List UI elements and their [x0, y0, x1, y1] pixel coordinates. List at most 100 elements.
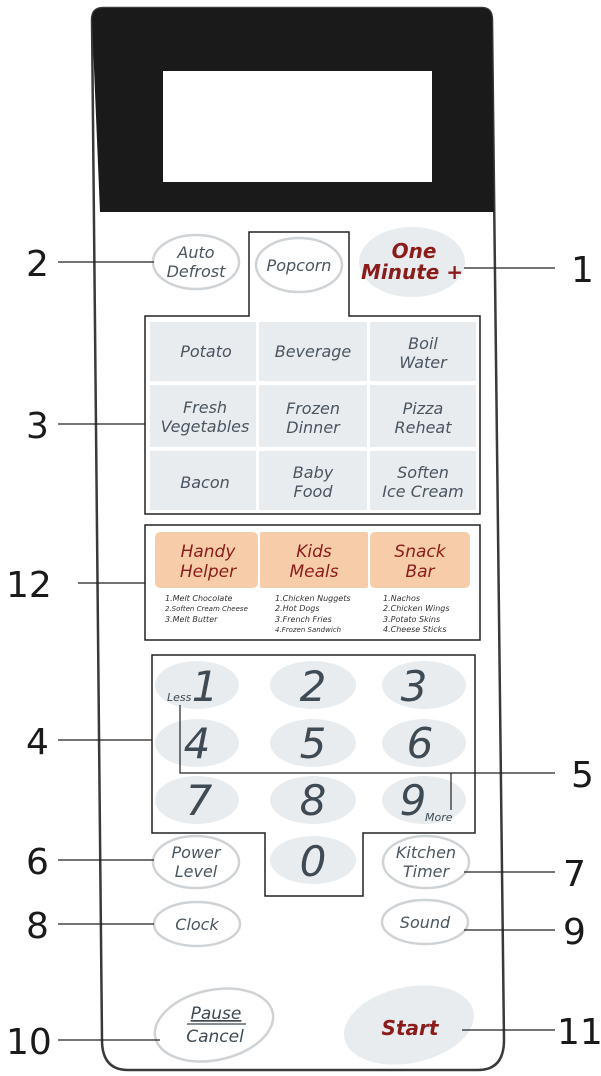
- sound-label: Sound: [400, 913, 451, 932]
- callout-2: 2: [26, 244, 49, 285]
- display-window: [163, 71, 432, 182]
- auto-defrost-label-1: Auto: [176, 243, 214, 262]
- cancel-label: Cancel: [186, 1027, 244, 1047]
- kids-meals-item: 2.Hot Dogs: [275, 604, 320, 613]
- digit-3-key[interactable]: [382, 661, 466, 709]
- digit-3-label: 3: [401, 662, 428, 711]
- handy-helper-key[interactable]: [155, 532, 258, 588]
- callout-4: 4: [26, 722, 49, 763]
- digit-2-key[interactable]: [270, 661, 356, 709]
- callout-11: 11: [557, 1012, 601, 1053]
- handy-helper-item: 1.Melt Chocolate: [165, 594, 232, 603]
- snack-bar-item: 1.Nachos: [383, 594, 420, 603]
- callout-6: 6: [26, 842, 49, 883]
- digit-6-label: 6: [407, 719, 434, 768]
- less-label: Less: [167, 691, 192, 704]
- one-minute-label-2: Minute +: [361, 260, 463, 284]
- popcorn-button[interactable]: [254, 236, 344, 294]
- potato-label: Potato: [180, 342, 232, 361]
- snack-bar-label-2: Bar: [405, 562, 435, 582]
- digit-9-label: 9: [400, 776, 427, 825]
- beverage-key[interactable]: [259, 322, 367, 381]
- callout-5: 5: [571, 755, 594, 796]
- power-level-label-1: Power: [172, 843, 222, 862]
- snack-bar-item: 3.Potato Skins: [383, 615, 440, 624]
- callout-10: 10: [6, 1022, 52, 1063]
- callout-7: 7: [563, 854, 586, 895]
- callout-12: 12: [6, 565, 52, 606]
- digit-0-label: 0: [300, 837, 327, 886]
- handy-helper-label-2: Helper: [180, 562, 237, 582]
- callout-5-leader: [179, 705, 555, 774]
- start-button[interactable]: [337, 974, 482, 1076]
- callout-8: 8: [26, 906, 49, 947]
- auto-defrost-label-2: Defrost: [167, 262, 227, 281]
- soften-ice-cream-label-2: Ice Cream: [382, 482, 463, 501]
- frozen-dinner-label-2: Dinner: [286, 418, 341, 437]
- snack-bar-key[interactable]: [370, 532, 470, 588]
- digit-0-key[interactable]: [270, 836, 356, 884]
- boil-water-key[interactable]: [370, 322, 476, 381]
- popcorn-label: Popcorn: [267, 256, 332, 275]
- pizza-reheat-key[interactable]: [370, 385, 476, 447]
- kids-meals-label-1: Kids: [296, 542, 332, 562]
- fresh-vegetables-label-1: Fresh: [183, 398, 227, 417]
- kids-meals-item: 1.Chicken Nuggets: [275, 594, 351, 603]
- digit-7-key[interactable]: [155, 776, 239, 824]
- digit-4-key[interactable]: [155, 719, 239, 767]
- bacon-key[interactable]: [150, 451, 256, 510]
- potato-key[interactable]: [150, 322, 256, 381]
- power-level-button[interactable]: [151, 834, 241, 890]
- one-minute-label-1: One: [392, 239, 437, 263]
- digit-9-key[interactable]: [382, 776, 466, 824]
- callout-3: 3: [26, 406, 49, 447]
- more-label: More: [425, 811, 453, 824]
- bacon-label: Bacon: [180, 473, 230, 492]
- digit-5-label: 5: [300, 719, 327, 768]
- callout-leaders: [58, 261, 555, 1041]
- digit-2-label: 2: [300, 662, 327, 711]
- kids-meals-key[interactable]: [260, 532, 368, 588]
- popcorn-group-outline: [144, 231, 481, 515]
- boil-water-label-2: Water: [399, 353, 448, 372]
- start-label: Start: [382, 1016, 440, 1040]
- snack-bar-item: 2.Chicken Wings: [383, 604, 450, 613]
- kitchen-timer-label-1: Kitchen: [396, 843, 456, 862]
- digit-8-key[interactable]: [270, 776, 356, 824]
- pizza-reheat-label-2: Reheat: [394, 418, 452, 437]
- digit-1-key[interactable]: [155, 661, 239, 709]
- digit-6-key[interactable]: [382, 719, 466, 767]
- handy-helper-item: 3.Melt Butter: [165, 615, 218, 624]
- one-minute-button[interactable]: [359, 227, 465, 297]
- fresh-vegetables-key[interactable]: [150, 385, 256, 447]
- digit-7-label: 7: [186, 776, 213, 825]
- digit-4-label: 4: [184, 719, 211, 768]
- soften-ice-cream-key[interactable]: [370, 451, 476, 510]
- clock-label: Clock: [175, 915, 219, 934]
- handy-helper-label-1: Handy: [181, 542, 237, 562]
- kids-meals-label-2: Meals: [289, 562, 338, 582]
- sound-button[interactable]: [380, 898, 470, 946]
- pizza-reheat-label-1: Pizza: [403, 399, 444, 418]
- food-keys-grid: [150, 322, 476, 510]
- kitchen-timer-button[interactable]: [381, 834, 471, 890]
- number-pad-outline: [151, 654, 476, 897]
- pause-cancel-button[interactable]: [148, 978, 280, 1071]
- baby-food-label-1: Baby: [293, 463, 334, 482]
- fresh-vegetables-label-2: Vegetables: [161, 417, 250, 436]
- kids-meals-item: 4.Frozen Sandwich: [275, 626, 341, 634]
- number-keys: [155, 661, 466, 884]
- snack-bar-label-1: Snack: [394, 542, 446, 562]
- kids-meals-item: 3.French Fries: [275, 615, 332, 624]
- baby-food-key[interactable]: [259, 451, 367, 510]
- snack-bar-item: 4.Cheese Sticks: [383, 625, 446, 634]
- digit-8-label: 8: [300, 776, 327, 825]
- handy-helper-item: 2.Soften Cream Cheese: [165, 605, 248, 613]
- digit-5-key[interactable]: [270, 719, 356, 767]
- soften-ice-cream-label-1: Soften: [397, 463, 449, 482]
- baby-food-label-2: Food: [294, 482, 334, 501]
- frozen-dinner-key[interactable]: [259, 385, 367, 447]
- boil-water-label-1: Boil: [408, 334, 438, 353]
- callout-9: 9: [563, 912, 586, 953]
